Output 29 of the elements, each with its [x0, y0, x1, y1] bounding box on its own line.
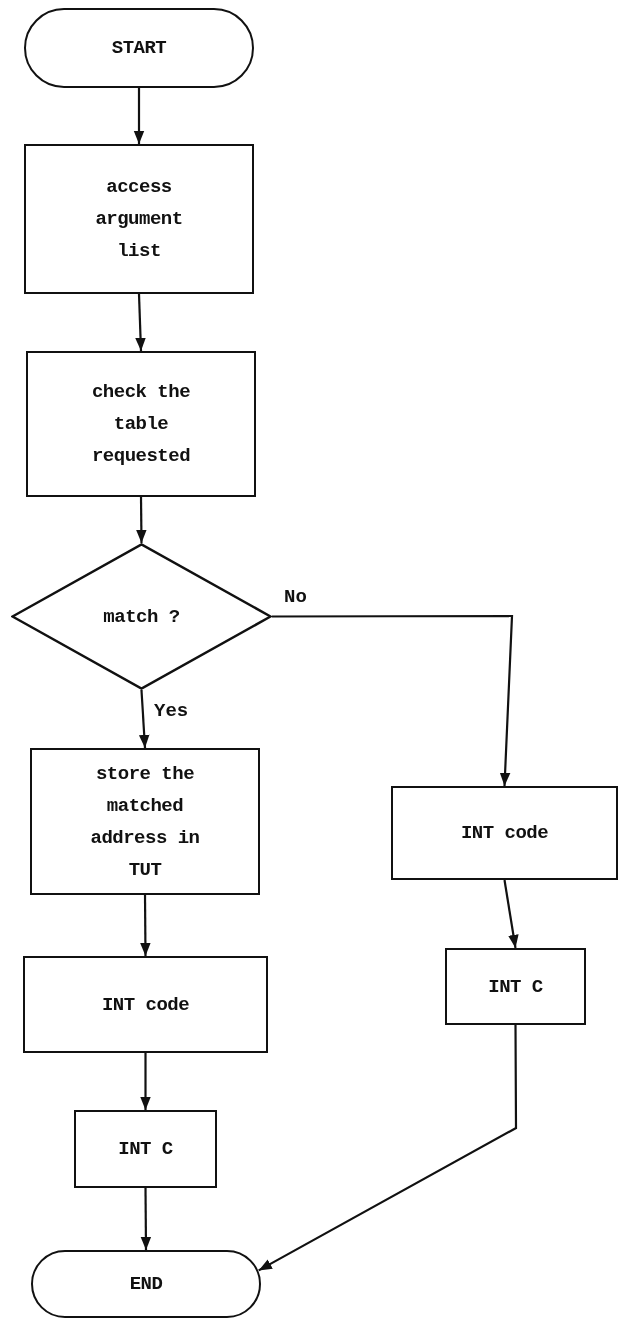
step-text: INT code	[101, 992, 190, 1018]
step-text: INT C	[488, 974, 543, 1000]
step-text: END	[129, 1272, 163, 1297]
process-box	[23, 956, 268, 1053]
arrow	[140, 1188, 152, 1250]
terminal-shape	[31, 1250, 261, 1318]
step-text: access argument list	[94, 175, 184, 264]
step-text: INT code	[460, 821, 549, 846]
arrow	[272, 614, 514, 787]
decision-diamond	[11, 543, 272, 690]
arrow	[258, 1025, 518, 1272]
process-box	[24, 144, 254, 294]
arrow	[140, 895, 151, 956]
arrow	[138, 689, 150, 749]
process-box	[30, 748, 260, 895]
arrow	[140, 1053, 151, 1110]
arrow	[136, 497, 147, 543]
arrow	[503, 879, 519, 949]
step-text: match ?	[103, 604, 180, 630]
process-box	[74, 1110, 217, 1188]
step-text: check the table requested	[90, 380, 192, 469]
process-box	[445, 948, 586, 1025]
step-text: store the matched address in TUT	[89, 761, 201, 883]
process-box	[26, 351, 256, 497]
arrow	[133, 88, 145, 144]
step-text: START	[111, 36, 167, 61]
process-box	[391, 786, 618, 880]
step-text: INT C	[118, 1137, 173, 1162]
arrow	[135, 293, 146, 352]
